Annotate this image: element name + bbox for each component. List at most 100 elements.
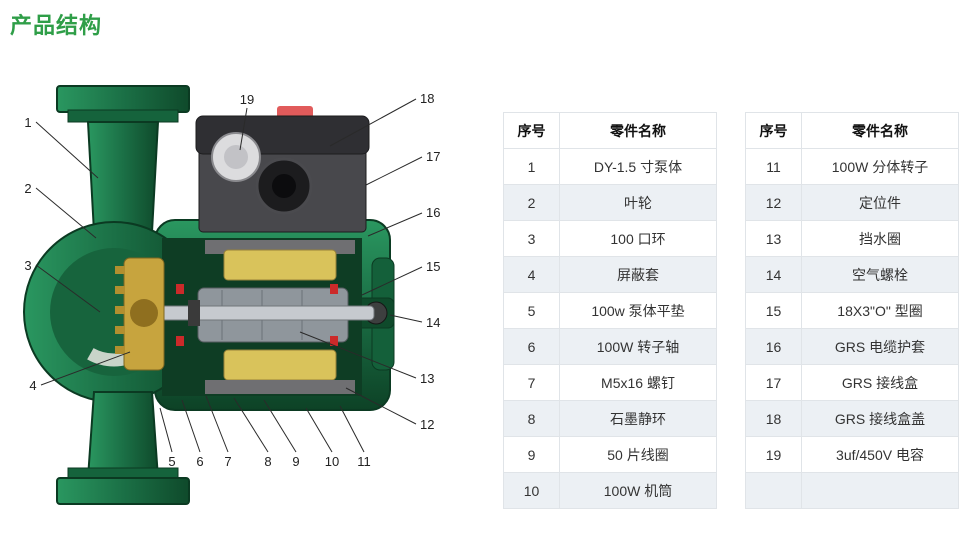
callout-line [35,264,101,313]
callout-line [367,212,423,237]
col-header-index: 序号 [745,112,802,149]
callout-4: 4 [29,351,131,393]
callout-17: 17 [365,149,440,186]
callout-line [35,187,97,239]
seal-ring [176,284,184,294]
part-index-cell: 11 [745,148,802,185]
pump-cutaway-diagram: 1 2 3 4 5 6 7 8 [23,85,440,505]
part-name-cell: GRS 接线盒盖 [801,400,959,437]
impeller-fin [115,326,125,334]
page-title: 产品结构 [10,13,103,38]
callout-2: 2 [24,181,97,239]
col-header-name: 零件名称 [559,112,717,149]
table-row [745,472,959,509]
callout-6: 6 [181,399,204,469]
callout-number: 11 [357,454,371,469]
pump-diagram-container: 1 2 3 4 5 6 7 8 [0,75,460,535]
callout-number: 5 [168,454,175,469]
callout-number: 1 [24,115,31,130]
col-header-index: 序号 [503,112,560,149]
cable-gland-knob-center [272,174,296,198]
part-index-cell: 5 [503,292,560,329]
part-index-cell: 12 [745,184,802,221]
callout-number: 3 [24,258,31,273]
part-index-cell: 19 [745,436,802,473]
callout-number: 13 [420,371,434,386]
callout-number: 18 [420,91,434,106]
callout-line [305,407,333,453]
callout-11: 11 [339,405,371,469]
callout-number: 17 [426,149,440,164]
impeller-fin [115,346,125,354]
callout-12: 12 [345,387,434,432]
top-flange-lip [67,109,179,123]
callout-number: 9 [292,454,299,469]
part-index-cell: 3 [503,220,560,257]
part-name-cell: 挡水圈 [801,220,959,257]
part-name-cell: 定位件 [801,184,959,221]
callout-number: 7 [224,454,231,469]
callout-line [345,387,417,425]
seal-ring [330,284,338,294]
callout-number: 15 [426,259,440,274]
callout-number: 6 [196,454,203,469]
part-name-cell: 100W 分体转子 [801,148,959,185]
callout-line [233,397,269,453]
part-name-cell: 叶轮 [559,184,717,221]
callout-number: 8 [264,454,271,469]
part-index-cell: 13 [745,220,802,257]
callout-number: 12 [420,417,434,432]
callout-line [159,407,173,453]
part-name-cell: 石墨静环 [559,400,717,437]
rotor-shaft [135,305,375,321]
callout-line [299,331,417,379]
callout-7: 7 [205,395,232,469]
callout-line [205,395,229,453]
callout-16: 16 [367,205,440,237]
part-index-cell: 1 [503,148,560,185]
impeller-fin [115,266,125,274]
seal-ring [176,336,184,346]
part-index-cell: 6 [503,328,560,365]
callout-line [181,399,201,453]
table-header-row: 序号 零件名称 [503,112,717,149]
stator-coil-bottom [223,349,337,381]
part-index-cell: 2 [503,184,560,221]
part-index-cell: 18 [745,400,802,437]
top-flange [56,85,190,113]
callout-line [239,107,248,151]
impeller-hub [130,299,158,327]
capacitor-inner [224,145,248,169]
graphite-seal [188,300,200,326]
part-name-cell: GRS 接线盒 [801,364,959,401]
part-index-cell [745,472,802,509]
callout-number: 10 [325,454,339,469]
impeller-fin [115,306,125,314]
table-header-row: 序号 零件名称 [745,112,959,149]
part-name-cell: 50 片线圈 [559,436,717,473]
pump-inlet-neck [86,121,160,233]
pump-outlet-neck [86,391,160,479]
part-name-cell: GRS 电缆护套 [801,328,959,365]
stator-coil-top [223,249,337,281]
callout-line [329,98,417,147]
callout-8: 8 [233,397,272,469]
callout-14: 14 [389,314,440,330]
part-index-cell: 16 [745,328,802,365]
callout-19: 19 [239,92,254,151]
callout-line [389,314,423,323]
